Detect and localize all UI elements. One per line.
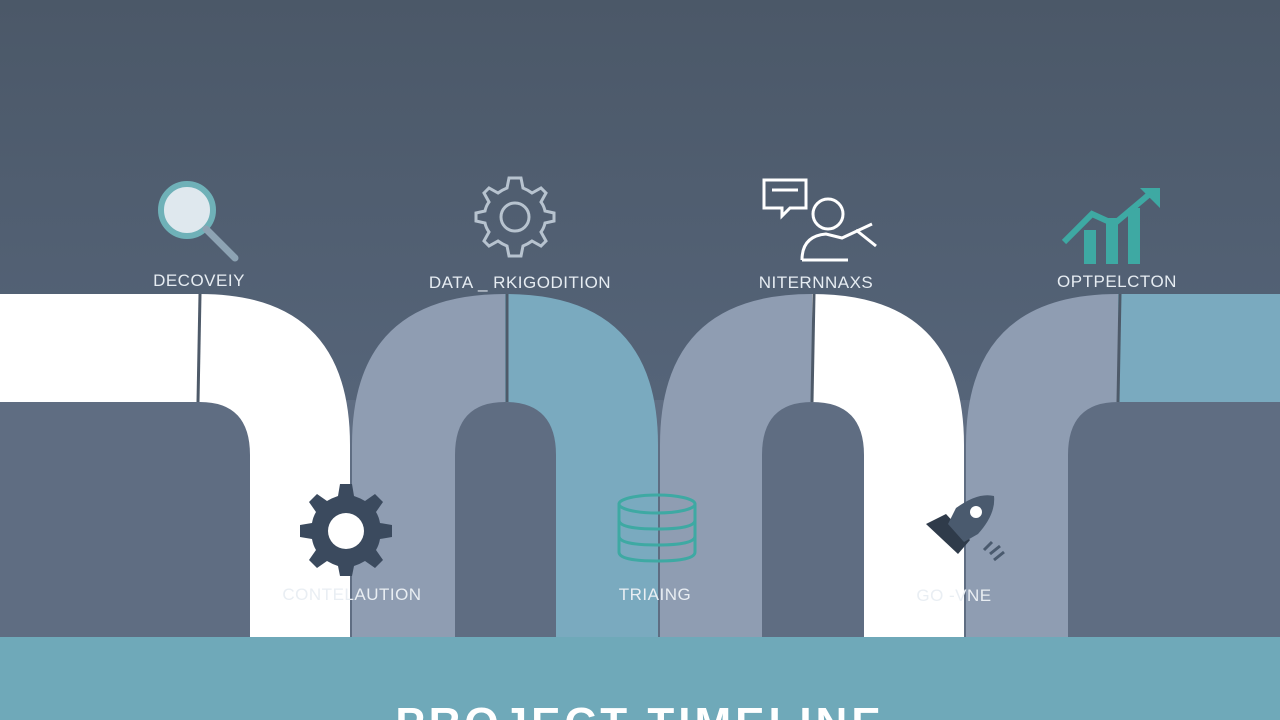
stage-label-consultation: CONTELAUTION — [282, 585, 422, 604]
pipe-segment-1 — [0, 294, 350, 637]
gear-outline-icon — [474, 176, 556, 258]
rocket-icon — [926, 495, 1005, 562]
banner-title: PROJECT TIMELINE — [0, 702, 1280, 720]
pipe-seam — [1116, 293, 1122, 403]
pipe-seam — [810, 293, 816, 403]
title-banner — [0, 637, 1280, 720]
stage-label-training: TRIAING — [618, 585, 692, 604]
chat-person-icon — [762, 178, 877, 262]
magnifier-icon — [158, 181, 239, 262]
pipe-segment-4 — [660, 294, 812, 637]
gear-solid-icon — [300, 484, 392, 576]
pipe-segment-5 — [812, 294, 964, 637]
pipe-segment-2 — [352, 294, 505, 637]
database-icon — [617, 493, 697, 563]
stage-label-go-live: GO -VNE — [916, 586, 992, 605]
pipe-segment-7 — [1118, 294, 1280, 402]
stage-label-data-recognition: DATA _ RKIGODITION — [428, 273, 612, 292]
stage-label-interviews: NITERNNAXS — [758, 273, 874, 292]
growth-chart-icon — [1062, 188, 1160, 264]
stage-label-discovery: DECOVEIY — [153, 271, 245, 290]
stage-label-optimization: OPTPELCTON — [1057, 272, 1177, 291]
pipe-segment-6 — [966, 294, 1118, 637]
pipe-seam — [196, 293, 202, 403]
